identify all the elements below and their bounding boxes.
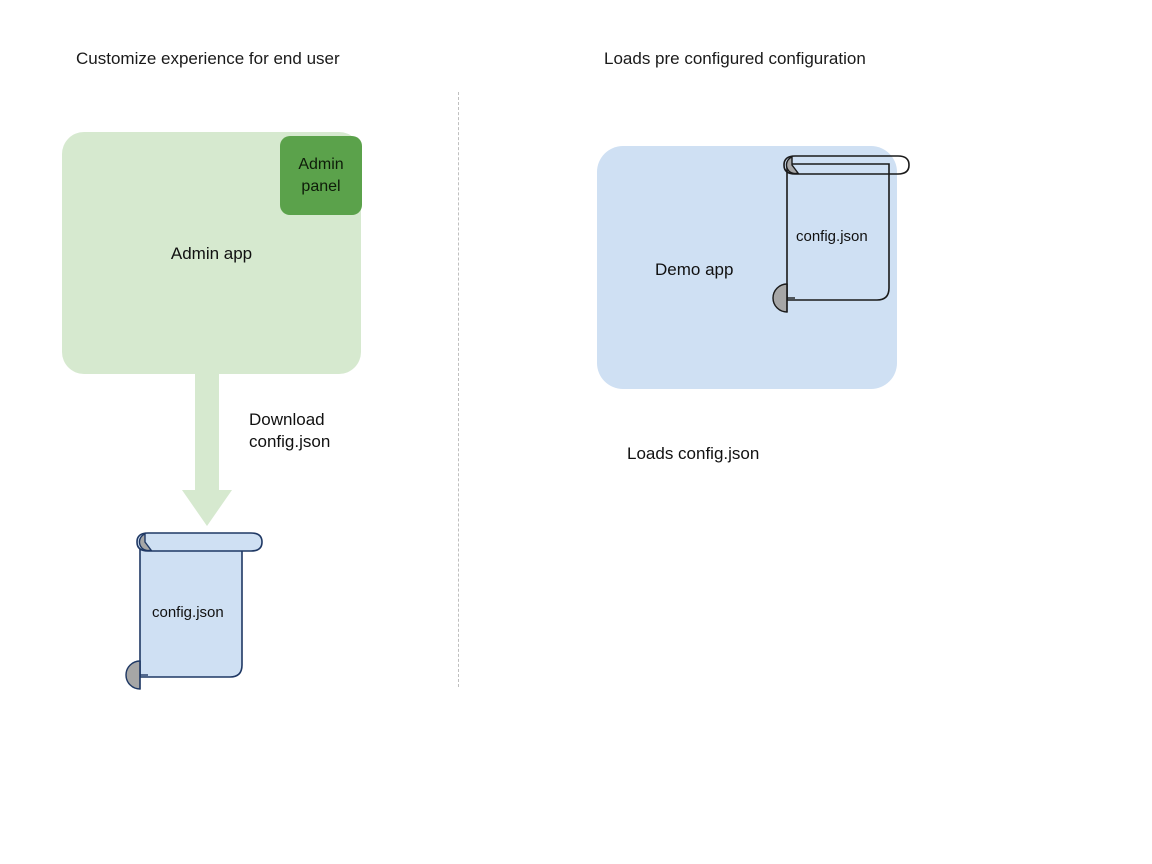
config-json-document-right[interactable]: config.json — [765, 148, 917, 316]
config-json-label-left: config.json — [152, 604, 224, 621]
demo-app-box[interactable]: Demo app — [597, 146, 897, 389]
admin-panel-box[interactable]: Admin panel — [280, 136, 362, 215]
demo-app-label: Demo app — [655, 260, 734, 279]
admin-app-label: Admin app — [170, 244, 253, 263]
download-arrow-label: Download config.json — [249, 409, 330, 453]
down-arrow-icon — [180, 370, 234, 528]
download-arrow-label-line1: Download — [249, 410, 325, 429]
admin-panel-label: Admin panel — [298, 155, 344, 195]
loads-config-caption: Loads config.json — [627, 444, 760, 463]
left-column-title: Customize experience for end user — [76, 49, 340, 68]
right-column-title: Loads pre configured configuration — [604, 49, 866, 68]
download-arrow-label-line2: config.json — [249, 432, 331, 451]
column-divider — [458, 92, 459, 687]
config-json-document-left[interactable]: config.json — [118, 525, 270, 693]
config-json-label-right: config.json — [796, 228, 868, 245]
